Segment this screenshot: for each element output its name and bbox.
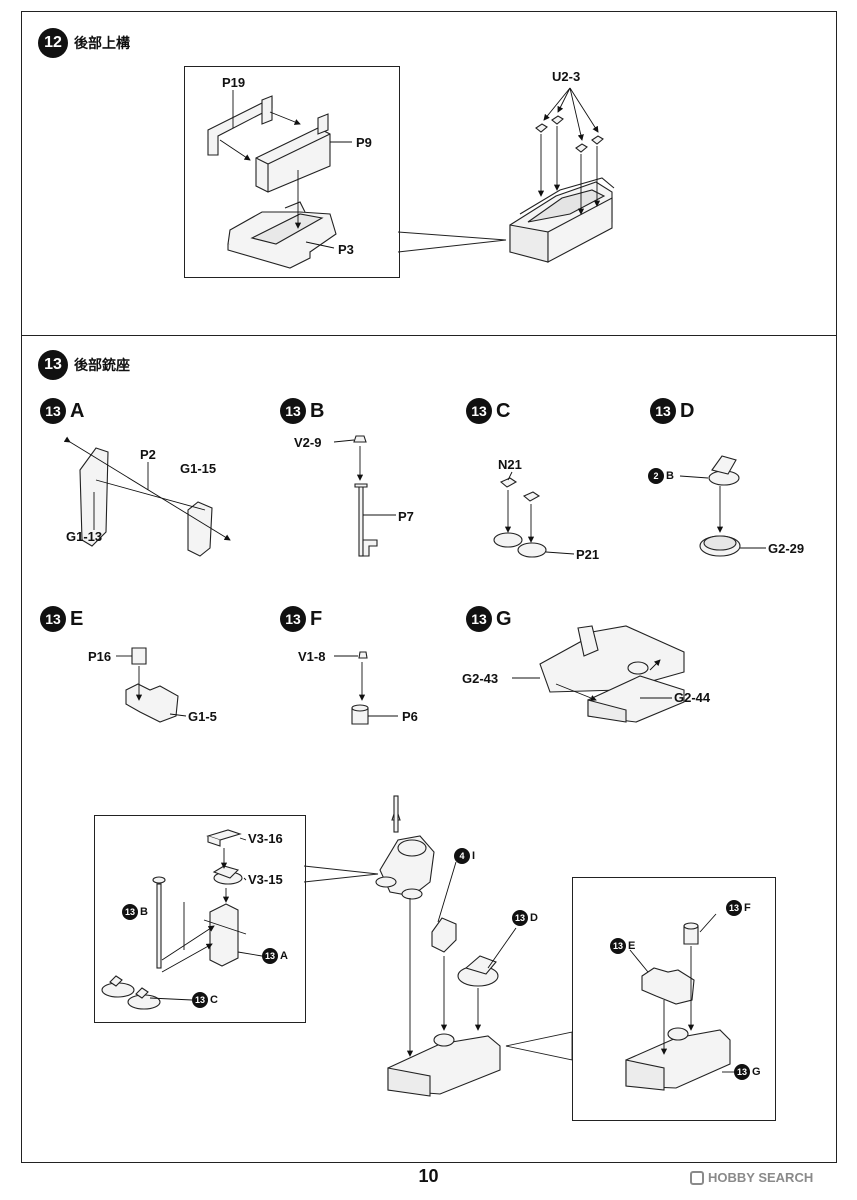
part-g2-29 [699, 535, 741, 557]
part-n21 [499, 477, 541, 502]
part-g2-44 [587, 661, 685, 723]
label-v1-8: V1-8 [298, 649, 326, 664]
page-number: 10 [418, 1166, 439, 1186]
step-12-detail-box [184, 66, 400, 278]
part-center-gun-mount [375, 795, 435, 900]
label-v3-16: V3-16 [248, 831, 283, 846]
label-p21: P21 [576, 547, 600, 562]
watermark-logo-icon [690, 1170, 704, 1185]
label-p19: P19 [222, 75, 246, 90]
watermark: HOBBY SEARCH [690, 1170, 813, 1185]
part-p3 [227, 201, 337, 269]
part-v1-8 [358, 651, 368, 659]
step-13-title: 13 後部銃座 [38, 350, 130, 380]
part-p16 [131, 647, 147, 665]
part-g1-5 [125, 683, 179, 723]
label-u2-3: U2-3 [552, 69, 581, 84]
part-base-13c-left [101, 975, 161, 1010]
part-4i-gun [431, 917, 457, 953]
step-12-title-text: 後部上構 [74, 36, 130, 52]
step-13-title-text: 後部銃座 [74, 358, 130, 374]
part-aft-superstructure [509, 177, 615, 263]
part-13d-turret [457, 955, 499, 987]
part-13f-right [683, 922, 699, 945]
label-p7: P7 [398, 509, 414, 524]
part-p6 [351, 704, 369, 725]
label-p6: P6 [402, 709, 418, 724]
part-u2-3-guns [535, 115, 604, 153]
part-v3-15 [212, 865, 243, 885]
label-g2-29: G2-29 [768, 541, 805, 556]
step-13-left-detail-box [94, 815, 306, 1023]
label-p2: P2 [140, 447, 156, 462]
label-g1-15: G1-15 [180, 461, 217, 476]
part-p7 [354, 483, 378, 557]
label-p16: P16 [88, 649, 112, 664]
part-v3-16 [206, 829, 242, 847]
label-g1-13: G1-13 [66, 529, 103, 544]
part-pedestal-assembly [152, 876, 239, 969]
label-g2-44: G2-44 [674, 690, 711, 705]
label-p9: P9 [356, 135, 372, 150]
label-v3-15: V3-15 [248, 872, 283, 887]
label-n21: N21 [498, 457, 522, 472]
part-v2-9 [353, 435, 367, 443]
part-13e-right [641, 967, 695, 1005]
part-g1-15 [187, 501, 213, 557]
step-13-right-detail-box [572, 877, 776, 1121]
step-13-number: 13 [38, 350, 68, 380]
step-12-title: 12 後部上構 [38, 28, 130, 58]
part-p9 [255, 113, 331, 193]
label-g2-43: G2-43 [462, 671, 499, 686]
label-p3: P3 [338, 242, 354, 257]
part-2b-turret [708, 455, 740, 486]
part-g2-43 [539, 625, 685, 693]
watermark-text: HOBBY SEARCH [708, 1170, 814, 1185]
label-v2-9: V2-9 [294, 435, 322, 450]
part-p19 [207, 95, 273, 156]
part-13g-right [625, 1027, 731, 1091]
part-p21 [493, 532, 547, 558]
label-g1-5: G1-5 [188, 709, 217, 724]
part-center-base-13g [387, 1033, 501, 1097]
step-13-panel [21, 335, 837, 1163]
step-12-number: 12 [38, 28, 68, 58]
